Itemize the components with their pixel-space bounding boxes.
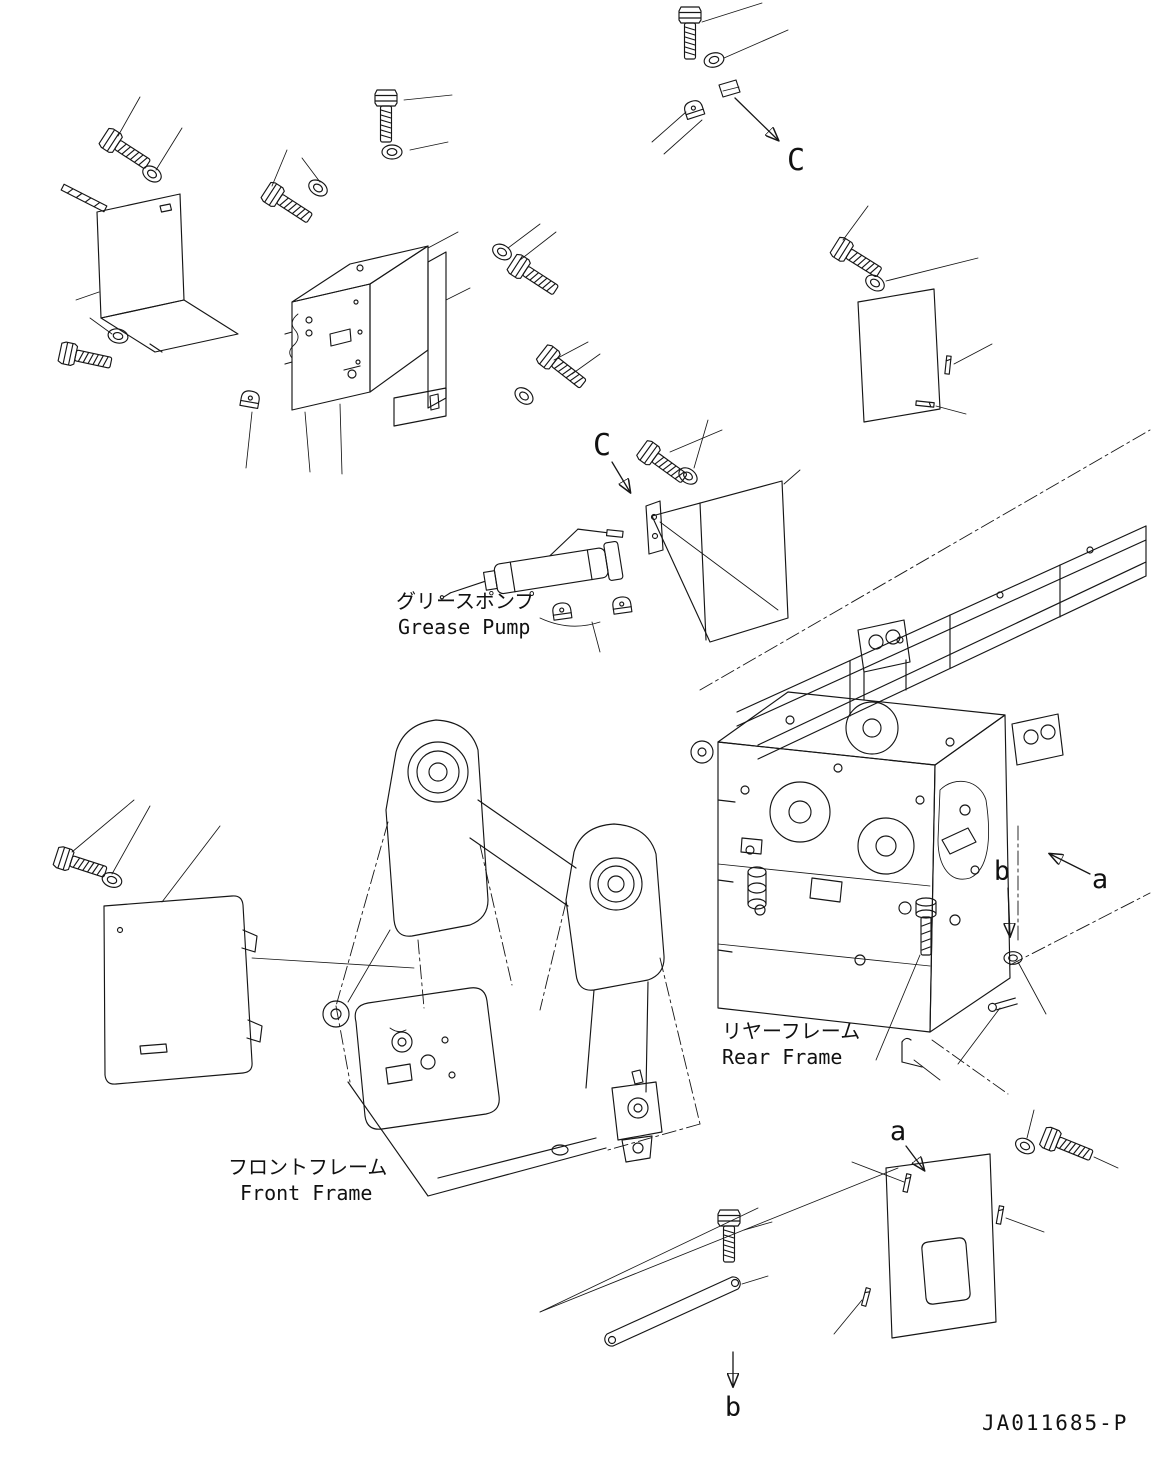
pump-bracket-cover — [646, 470, 800, 642]
washer — [381, 144, 403, 160]
washer — [1003, 951, 1023, 965]
cover-group-bottom-right: a — [834, 1110, 1118, 1338]
rear-frame-label-en: Rear Frame — [722, 1045, 842, 1069]
washer — [489, 240, 515, 264]
washer — [99, 869, 125, 891]
grease-pump-label-en: Grease Pump — [398, 615, 530, 639]
view-marker-c-top: C — [787, 143, 805, 178]
view-marker-b-mid: b — [994, 856, 1010, 887]
pin — [902, 1173, 912, 1193]
cover-group-top-right — [828, 206, 992, 422]
front-frame: フロントフレーム Front Frame — [228, 720, 700, 1205]
control-box-group — [239, 89, 600, 474]
clamp — [682, 98, 706, 121]
bolt — [374, 89, 398, 143]
front-frame-label-en: Front Frame — [240, 1181, 372, 1205]
view-arrow-a-bottom — [906, 1146, 924, 1170]
clip — [719, 80, 740, 97]
front-frame-label-jp: フロントフレーム — [228, 1155, 387, 1179]
control-box — [285, 246, 446, 426]
clamp — [239, 388, 262, 410]
cotter-pin — [988, 998, 1018, 1012]
view-arrow-c-top — [735, 98, 778, 140]
bolt — [1038, 1125, 1096, 1167]
view-marker-a-mid: a — [1092, 864, 1108, 895]
rod-pin — [61, 184, 107, 211]
pin — [995, 1205, 1005, 1225]
washer — [862, 271, 888, 295]
l-pin — [902, 1038, 922, 1067]
grease-pump: グリースポンプ Grease Pump — [396, 522, 633, 652]
rear-frame: リヤーフレーム Rear Frame — [691, 430, 1150, 1094]
washer — [701, 50, 727, 70]
washer — [139, 162, 165, 186]
view-marker-b-bottom: b — [725, 1392, 741, 1423]
shoulder-bolt — [916, 898, 936, 955]
bent-cover-plate — [97, 194, 238, 352]
view-arrow-a-mid — [1050, 854, 1090, 874]
pin — [915, 400, 935, 408]
grease-pump-label-jp: グリースポンプ — [396, 589, 534, 613]
washer — [106, 326, 130, 346]
rear-frame-label-jp: リヤーフレーム — [722, 1019, 860, 1043]
view-marker-c-mid: C — [593, 428, 611, 463]
bolt — [828, 235, 886, 283]
fastener-group-right-middle: b a — [876, 826, 1108, 1080]
fastener-group-top-center: C — [652, 3, 805, 178]
washer — [511, 383, 537, 409]
view-arrow-c-mid — [612, 462, 630, 492]
access-cover-plate — [104, 896, 262, 1084]
cover-plate — [858, 289, 940, 422]
cover-group-top-left — [57, 97, 331, 375]
washer — [1012, 1134, 1038, 1158]
cover-group-left — [52, 800, 414, 1084]
washer — [305, 176, 331, 200]
drawing-number: JA011685-P — [982, 1411, 1128, 1435]
view-marker-a-bottom: a — [890, 1116, 906, 1147]
strap-bar — [605, 1277, 740, 1346]
bolt — [505, 252, 563, 301]
bolt — [678, 6, 702, 60]
pin — [944, 355, 952, 375]
bolt — [57, 340, 114, 375]
bolt — [52, 844, 110, 884]
view-arrow-b-mid — [1008, 888, 1010, 936]
bolt — [534, 342, 591, 394]
strap-group-bottom: b — [540, 1168, 898, 1423]
clamp — [611, 595, 633, 615]
bolt — [259, 180, 317, 229]
pin — [860, 1287, 872, 1307]
view-c-mid-group: C — [593, 420, 722, 492]
cover-plate — [886, 1154, 996, 1338]
clamp — [551, 601, 573, 621]
